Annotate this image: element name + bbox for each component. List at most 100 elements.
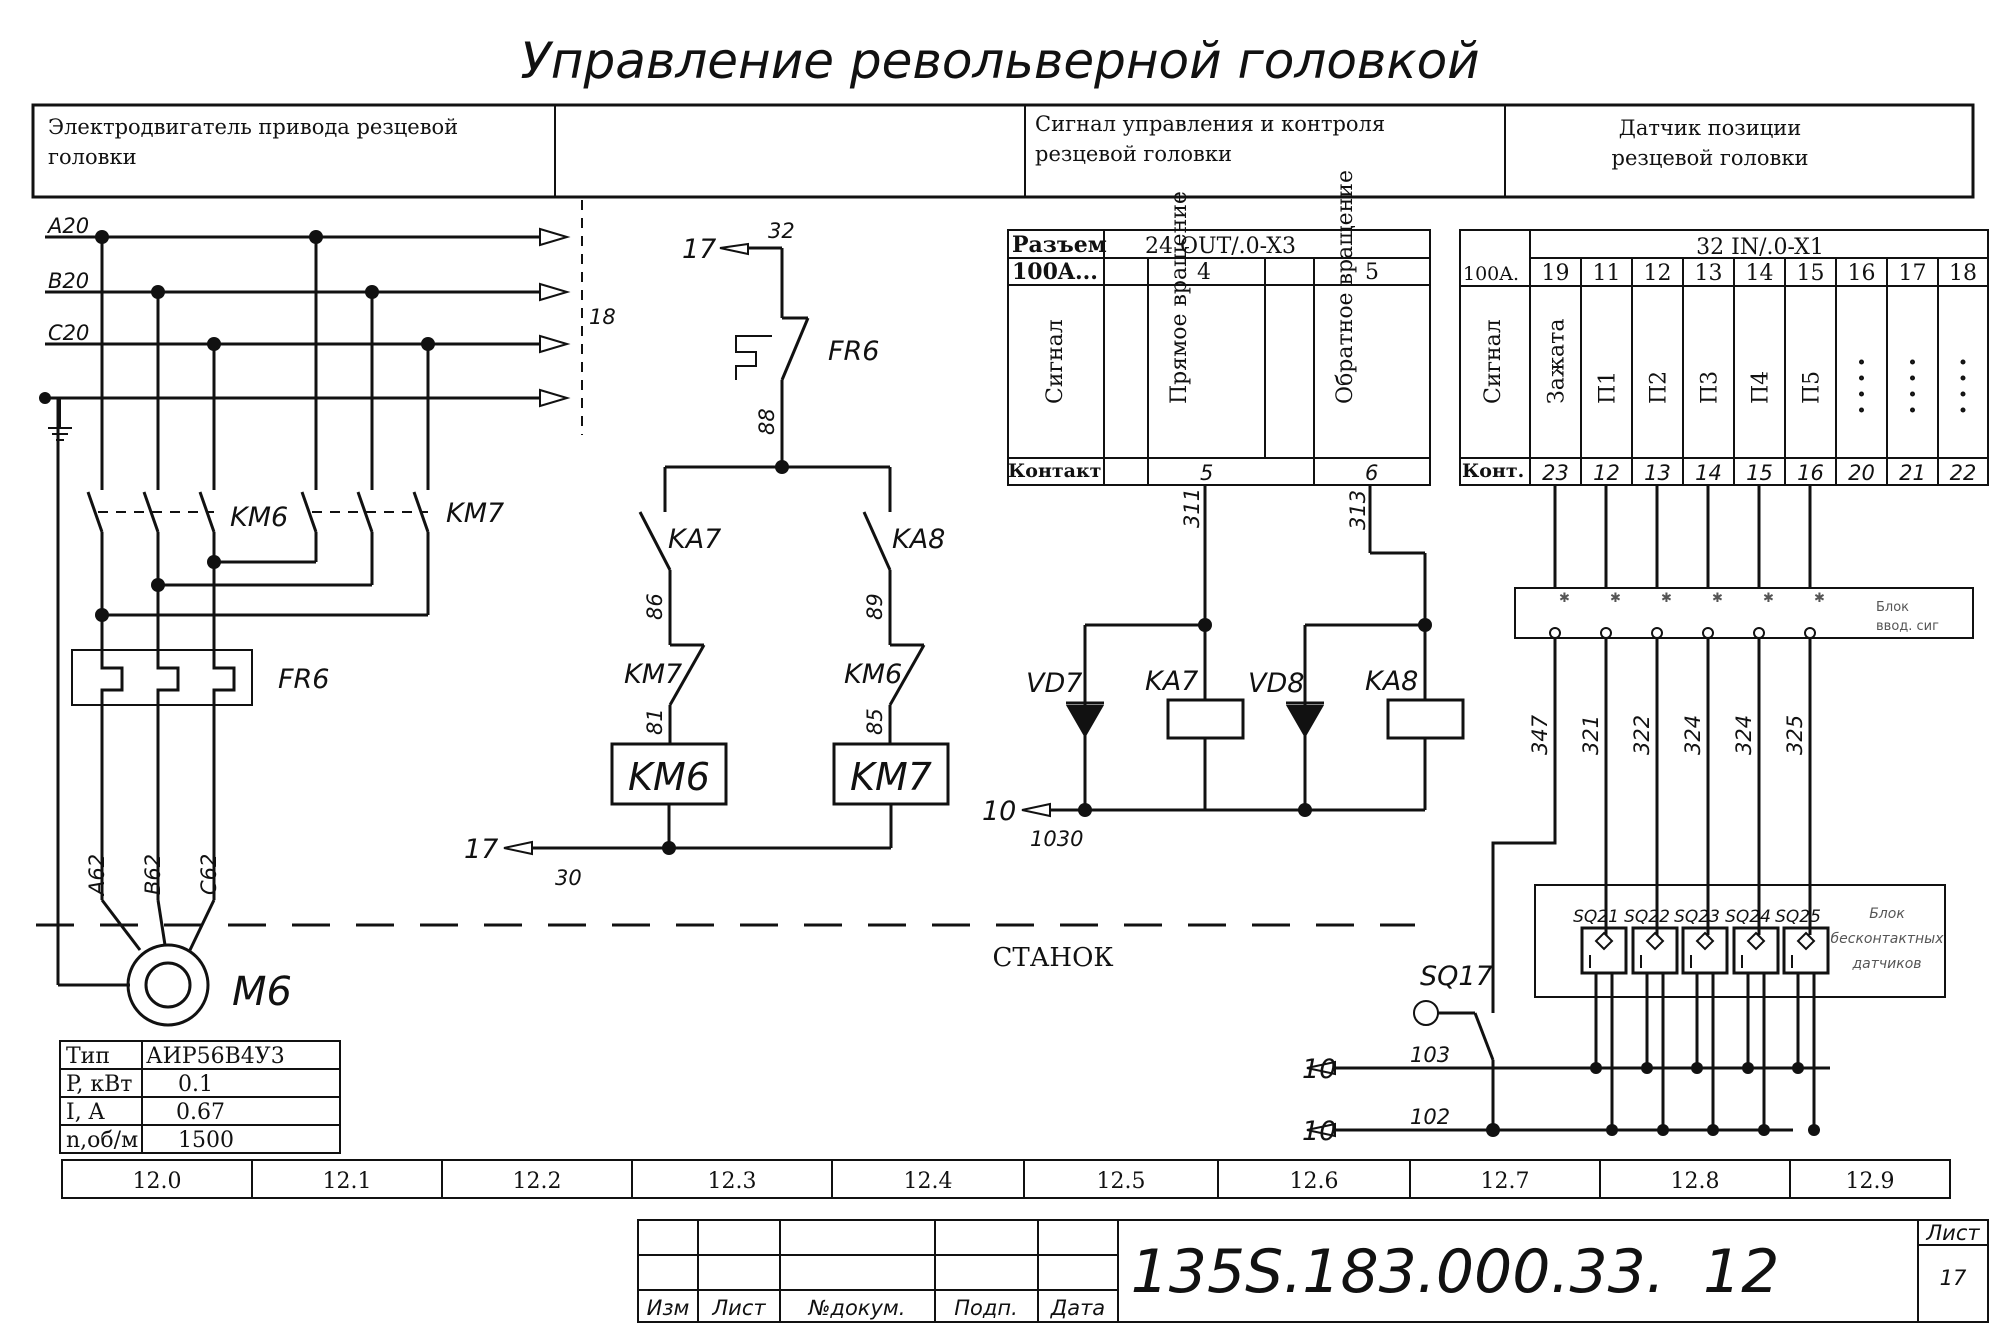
input-wire-2: 322	[1630, 715, 1654, 755]
zone-9: 12.9	[1846, 1169, 1895, 1194]
control-wire-88: 88	[755, 408, 779, 435]
output-signal-rev: Обратное вращение	[1333, 170, 1358, 404]
title-col-doc: №докум.	[808, 1296, 906, 1320]
sheet-label: Лист	[1925, 1221, 1980, 1245]
input-term-star-1: ✱	[1610, 591, 1621, 606]
input-addr-8: 18	[1949, 261, 1977, 286]
title-col-list: Лист	[711, 1296, 766, 1320]
km6-power-label: KM6	[230, 502, 288, 533]
input-signal-4: П4	[1749, 371, 1774, 404]
sensor-label-3: SQ24	[1725, 907, 1771, 927]
control-ref-top: 17	[682, 234, 716, 265]
output-contact-6: 6	[1365, 461, 1378, 485]
input-addr-6: 16	[1848, 261, 1876, 286]
sensor-label-1: SQ22	[1624, 907, 1670, 927]
input-addr-7: 17	[1899, 261, 1927, 286]
motor-label: M6	[232, 969, 292, 1015]
motor-table-val-2: 0.67	[176, 1100, 225, 1125]
input-wire-103: 103	[1410, 1043, 1450, 1067]
sensor-block-label-3: датчиков	[1851, 956, 1921, 972]
motor-wire-c: C62	[197, 854, 221, 895]
title-col-izm: Изм	[647, 1296, 690, 1320]
input-term-star-5: ✱	[1814, 591, 1825, 606]
input-term-star-2: ✱	[1661, 591, 1672, 606]
sensor-block	[1534, 884, 1946, 998]
motor-table: Тип АИР56В4У3 P, кВт 0.1 I, A 0.67 n,об/…	[59, 1040, 341, 1154]
phase-label-c: C20	[48, 321, 89, 345]
header-col3-line2: резцевой головки	[1035, 142, 1232, 166]
phase-label-a: A20	[46, 214, 89, 238]
input-signal-block	[1514, 587, 1974, 639]
input-contact-1: 12	[1593, 461, 1620, 485]
sensor-label-2: SQ23	[1674, 907, 1720, 927]
output-contact-key: Контакт	[1008, 460, 1101, 482]
header-col1-line1: Электродвигатель привода резцевой	[48, 115, 458, 139]
control-circuit: 17 32 FR6 88 KA7 86 KM7 81 KM6 KA8 89	[464, 219, 950, 890]
sensor-sq25	[1782, 926, 1830, 975]
input-contact-5: 16	[1797, 461, 1824, 485]
input-term-star-0: ✱	[1559, 591, 1570, 606]
zone-7: 12.7	[1481, 1169, 1530, 1194]
input-wire-102: 102	[1410, 1105, 1450, 1129]
control-wire-81: 81	[643, 708, 667, 735]
zone-5: 12.5	[1097, 1169, 1146, 1194]
input-signal-2: П2	[1647, 371, 1672, 404]
input-addr-key: 100A.	[1463, 263, 1519, 285]
zone-1: 12.1	[323, 1169, 372, 1194]
output-addr-5: 5	[1365, 260, 1379, 285]
header-col1-line2: головки	[48, 145, 137, 169]
motor-table-key-3: n,об/м	[66, 1128, 138, 1153]
output-module: Разъем 24 OUT/.0-X3 100A... 4 5 Сигнал П…	[982, 170, 1465, 851]
input-wire-0: 347	[1528, 714, 1552, 755]
control-wire-30: 30	[555, 866, 582, 890]
output-contact-5: 5	[1200, 461, 1213, 485]
fr6-power-label: FR6	[278, 664, 329, 695]
control-ka8-label: KA8	[892, 524, 945, 555]
power-circuit: 18 A20 B20 C20 KM6	[39, 200, 616, 1027]
input-contact-7: 21	[1899, 461, 1926, 485]
control-ka7-label: KA7	[668, 524, 721, 555]
coil-km6-label: KM6	[628, 755, 710, 799]
zone-3: 12.3	[708, 1169, 757, 1194]
control-km7-label: KM7	[624, 659, 682, 690]
output-signal-key: Сигнал	[1043, 319, 1068, 404]
input-block-label-1: Блок	[1876, 600, 1909, 615]
sensor-sq21	[1580, 926, 1628, 975]
sensor-sq22	[1631, 926, 1679, 975]
control-wire-86: 86	[643, 593, 667, 620]
input-contact-0: 23	[1542, 461, 1569, 485]
input-contact-key: Конт.	[1462, 460, 1524, 482]
header-col4-line2: резцевой головки	[1612, 146, 1809, 170]
vd7-label: VD7	[1026, 668, 1082, 699]
control-fr6-label: FR6	[828, 336, 879, 367]
bus-ref: 18	[589, 305, 616, 329]
output-ref-10: 10	[982, 796, 1016, 827]
sheet-number: 17	[1940, 1266, 1967, 1290]
relay-ka8-coil	[1386, 698, 1465, 740]
input-addr-3: 13	[1695, 261, 1723, 286]
zone-4: 12.4	[904, 1169, 953, 1194]
motor-table-val-0: АИР56В4У3	[146, 1044, 285, 1069]
output-wire-313: 313	[1346, 490, 1370, 530]
control-wire-85: 85	[863, 708, 887, 735]
header-strip: Электродвигатель привода резцевой головк…	[31, 103, 1975, 199]
input-signal-5: П5	[1800, 371, 1825, 404]
input-contact-2: 13	[1644, 461, 1671, 485]
input-ref-10-a: 10	[1302, 1054, 1336, 1085]
header-col4-line1: Датчик позиции	[1619, 116, 1801, 140]
output-header-key: Разъем	[1012, 232, 1107, 258]
sensor-label-4: SQ25	[1775, 907, 1821, 927]
output-wire-311: 311	[1180, 488, 1204, 528]
input-block-label-2: ввод. сиг	[1876, 619, 1939, 634]
input-header-value: 32 IN/.0-X1	[1696, 235, 1824, 260]
input-wire-4: 324	[1732, 715, 1756, 755]
input-wire-3: 324	[1681, 715, 1705, 755]
input-addr-4: 14	[1746, 261, 1774, 286]
machine-boundary: СТАНОК	[36, 923, 1415, 973]
sensor-sq23	[1681, 926, 1729, 975]
input-module: 32 IN/.0-X1 100A. Сигнал Конт. 1923Зажат…	[1302, 229, 1989, 1147]
motor-wire-b: B62	[141, 854, 165, 895]
zone-6: 12.6	[1290, 1169, 1339, 1194]
